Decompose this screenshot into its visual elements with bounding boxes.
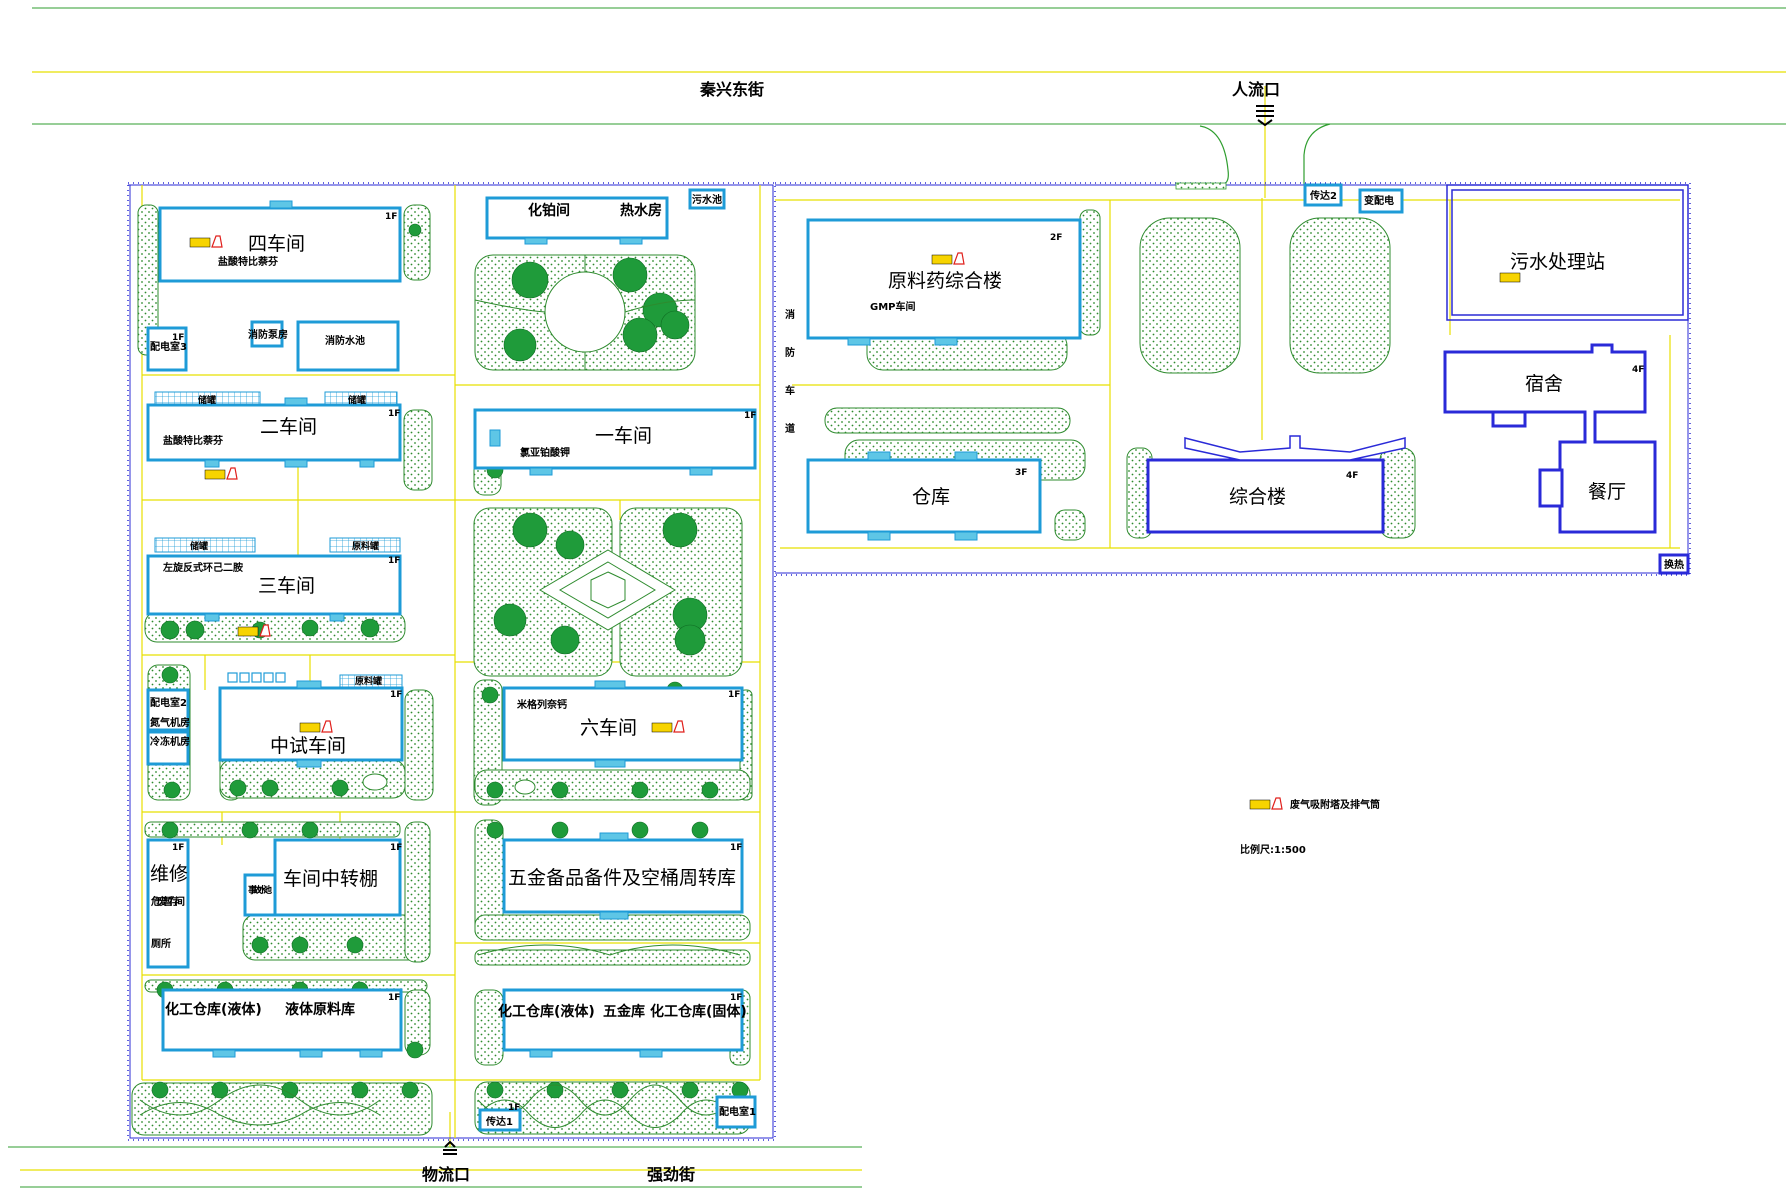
tank-label-1: 储罐 [198,394,216,406]
workshop-2-floors: 1F [388,409,400,419]
api-building-label: 原料药综合楼 [888,270,1002,292]
power-room-3-floors: 1F [172,333,184,343]
pt-room-label: 化铂间 [528,202,570,219]
tank-label-2: 储罐 [348,394,366,406]
labels: 秦兴东街 强劲街 人流口 物流口 消 防 车 道 四车间 1F 盐酸特比萘芬 消… [150,80,1684,1184]
workshop-3-product: 左旋反式环己二胺 [162,561,243,574]
building-outlines-dark [1146,343,1690,575]
scale-label: 比例尺:1:500 [1240,843,1306,856]
tank-squares [227,672,286,683]
landscape-paths [139,255,741,1128]
api-building-floors: 2F [1050,233,1062,243]
sewage-station-label: 污水处理站 [1510,251,1605,273]
power-room-1-label: 配电室1 [719,1105,756,1118]
dorm-label: 宿舍 [1525,373,1563,395]
sewage-station-outline [1446,184,1689,321]
workshop-3-floors: 1F [388,556,400,566]
workshop-2-label: 二车间 [260,416,317,438]
power-room-2-label: 配电室2 [150,696,187,709]
raw-tank-label-2: 原料罐 [355,675,382,687]
tank-strips [154,391,403,688]
workshop-1-label: 一车间 [595,425,652,447]
fire-lane-char-4: 道 [785,422,795,435]
substation-label: 变配电 [1364,194,1394,207]
fire-pool-label: 消防水池 [325,334,365,347]
office-building-label: 综合楼 [1229,486,1286,508]
chem-warehouse-1-label: 化工仓库(液体) [165,1001,262,1018]
gmp-workshop-label: GMP车间 [870,300,916,313]
street-lines [8,7,1786,1188]
transfer-shed-floors: 1F [390,843,402,853]
sewage-pool-label: 污水池 [692,193,722,206]
office-canopy [1184,435,1406,461]
workshop-4-floors: 1F [385,212,397,222]
repair-floors: 1F [172,843,184,853]
people-entrance-label: 人流口 [1232,80,1280,99]
workshop-6-label: 六车间 [580,717,637,739]
trees [151,218,749,1099]
hardware-store-floors: 1F [730,843,742,853]
pilot-workshop-label: 中试车间 [270,735,346,757]
workshop-1-floors: 1F [744,411,756,421]
warehouse-floors: 3F [1015,468,1027,478]
repair-label: 维修 [150,863,188,885]
site-fence [127,182,1691,1141]
warehouse-label: 仓库 [912,486,950,508]
workshop-4-product: 盐酸特比萘芬 [218,255,279,268]
waste-gas-stacks [189,235,1521,733]
transfer-shed-label: 车间中转棚 [283,868,378,890]
fire-lane-char-1: 消 [785,308,795,321]
guard-2-label: 传达2 [1309,189,1337,202]
goods-entrance-label: 物流口 [422,1165,470,1184]
tank-label-3: 储罐 [190,540,208,552]
street-south-label: 强劲街 [647,1165,695,1184]
power-room-3-label: 配电室3 [150,340,187,353]
workshop-4-label: 四车间 [248,233,305,255]
heat-exchange-label: 换热 [1664,558,1684,571]
raw-tank-label-1: 原料罐 [352,540,379,552]
guard-1-label: 传达1 [485,1115,513,1128]
chem-solid-label: 化工仓库(固体) [650,1003,747,1020]
hazwaste-label: 危废暂存间 [151,895,185,908]
cold-room-label: 冷冻机房 [150,735,190,748]
workshop-6-floors: 1F [728,690,740,700]
entrance-arrows [443,105,1274,1155]
legend-symbol [1249,797,1283,810]
building-outlines [146,183,1404,1132]
accident-pool-label: 事故水池 [248,884,272,896]
pilot-workshop-floors: 1F [390,690,402,700]
fire-lane-char-2: 防 [785,346,795,359]
building-doors [204,200,978,1058]
chem-warehouse-2-label: 化工仓库(液体) [498,1003,595,1020]
workshop-1-product: 氯亚铂酸钾 [520,446,570,459]
hot-water-label: 热水房 [620,202,662,219]
workshop-6-product: 米格列奈钙 [517,698,567,711]
hardware-small-label: 五金库 [603,1003,645,1020]
workshop-3-label: 三车间 [258,575,315,597]
fire-pump-label: 消防泵房 [248,328,288,341]
fire-lane-char-3: 车 [785,384,795,397]
office-building-floors: 4F [1346,471,1358,481]
liquid-raw-label: 液体原料库 [285,1001,355,1018]
toilet-label: 厕所 [151,937,171,950]
hardware-store-label: 五金备品备件及空桶周转库 [508,867,736,889]
street-north-label: 秦兴东街 [699,80,764,99]
legend-item-label: 废气吸附塔及排气筒 [1290,798,1380,811]
workshop-2-product: 盐酸特比萘芬 [163,434,224,447]
chem-warehouse-2-floors: 1F [730,993,742,1003]
canteen-label: 餐厅 [1588,481,1626,503]
chem-warehouse-1-floors: 1F [388,993,400,1003]
dorm-floors: 4F [1632,365,1644,375]
internal-roads [141,185,1680,1138]
guard-1-floors: 1F [508,1103,520,1113]
nitrogen-room-label: 氮气机房 [150,716,190,729]
